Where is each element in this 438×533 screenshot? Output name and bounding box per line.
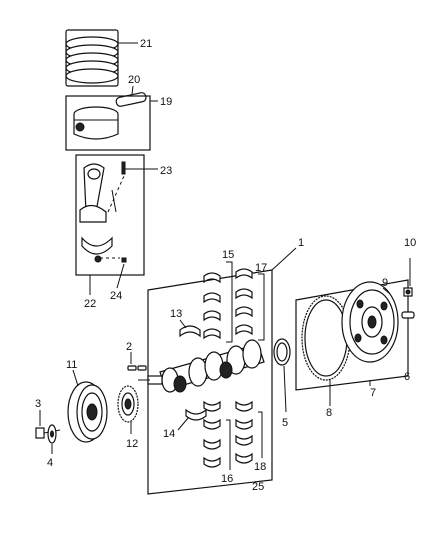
connecting-rod-box (75, 154, 145, 276)
callout-17: 17 (255, 262, 267, 274)
callout-9: 9 (382, 277, 388, 289)
callout-15: 15 (222, 249, 234, 261)
piston-rings-group (65, 29, 119, 87)
piston-pin (115, 92, 147, 107)
crankshaft (138, 339, 265, 393)
thrust-bearing-lower (185, 408, 207, 421)
rear-main-seal (273, 338, 291, 366)
callout-2: 2 (126, 341, 132, 353)
connecting-rod (79, 161, 126, 223)
crankshaft-panel (147, 269, 273, 495)
flexplate-bolt (403, 287, 413, 297)
damper-washer (47, 424, 57, 444)
callout-20: 20 (128, 74, 140, 86)
callout-4: 4 (47, 457, 53, 469)
callout-7: 7 (370, 387, 376, 399)
callout-1: 1 (298, 237, 304, 249)
callout-23: 23 (160, 165, 172, 177)
piston (73, 106, 119, 140)
callout-22: 22 (84, 298, 96, 310)
lower-bearings (203, 400, 253, 468)
callout-12: 12 (126, 438, 138, 450)
callout-6: 6 (404, 371, 410, 383)
callout-5: 5 (282, 417, 288, 429)
connecting-rod-cap (81, 236, 127, 263)
callout-25: 25 (252, 481, 264, 493)
thrust-bearing-upper (179, 325, 201, 338)
callout-14: 14 (163, 428, 175, 440)
callout-16: 16 (221, 473, 233, 485)
upper-bearings (203, 268, 253, 340)
callout-18: 18 (254, 461, 266, 473)
piston-box (65, 95, 151, 151)
callout-19: 19 (160, 96, 172, 108)
callout-13: 13 (170, 308, 182, 320)
crankshaft-sprocket (117, 385, 139, 423)
callout-24: 24 (110, 290, 122, 302)
crankshaft-keys (127, 365, 147, 371)
callout-8: 8 (326, 407, 332, 419)
callout-11: 11 (66, 359, 77, 371)
callout-21: 21 (140, 38, 152, 50)
flex-plate (341, 281, 399, 363)
dowel-pin (401, 311, 415, 319)
callout-10: 10 (404, 237, 416, 249)
ring-gear (301, 295, 351, 381)
vibration-damper (67, 381, 108, 443)
callout-3: 3 (35, 398, 41, 410)
